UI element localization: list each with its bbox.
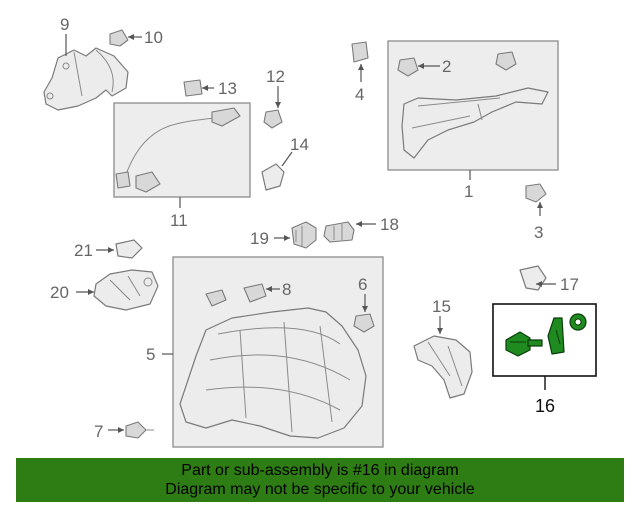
- part-4-bracket[interactable]: [351, 41, 369, 63]
- callout-5[interactable]: 5: [146, 345, 155, 364]
- part-6-clip[interactable]: [353, 313, 375, 333]
- part-13-bracket[interactable]: [183, 79, 203, 97]
- notice-line-1: Part or sub-assembly is #16 in diagram: [181, 462, 459, 479]
- callout-16[interactable]: 16: [535, 396, 555, 416]
- callout-19[interactable]: 19: [250, 229, 269, 248]
- callout-3[interactable]: 3: [534, 223, 543, 242]
- part-2-clip[interactable]: [397, 51, 517, 77]
- callout-9[interactable]: 9: [60, 15, 69, 34]
- callout-13[interactable]: 13: [218, 79, 237, 98]
- callout-12[interactable]: 12: [266, 67, 285, 86]
- part-20-bracket[interactable]: [93, 269, 159, 311]
- part-7-push-pin[interactable]: [125, 421, 154, 439]
- exploded-parts-diagram: 9 10 11 13 12 14 1: [43, 15, 597, 448]
- callout-8[interactable]: 8: [282, 280, 291, 299]
- callout-21[interactable]: 21: [74, 241, 93, 260]
- part-8-clip[interactable]: [205, 283, 267, 307]
- callout-1[interactable]: 1: [464, 182, 473, 201]
- part-15-shield[interactable]: [413, 335, 473, 399]
- part-14-cover[interactable]: [261, 163, 285, 191]
- highlight-notice-banner: Part or sub-assembly is #16 in diagram D…: [16, 458, 624, 502]
- part-3-clip[interactable]: [525, 183, 547, 203]
- callout-15[interactable]: 15: [432, 297, 451, 316]
- callout-17[interactable]: 17: [560, 275, 579, 294]
- part-12-clip[interactable]: [263, 109, 283, 129]
- part-11-cable[interactable]: [115, 107, 241, 193]
- part-16-bolt-and-bracket-kit[interactable]: [505, 313, 587, 357]
- callout-10[interactable]: 10: [144, 28, 163, 47]
- callout-18[interactable]: 18: [380, 215, 399, 234]
- callout-20[interactable]: 20: [50, 283, 69, 302]
- part-10-clip[interactable]: [109, 29, 129, 47]
- part-17-bracket[interactable]: [519, 265, 547, 291]
- callout-7[interactable]: 7: [94, 422, 103, 441]
- leader-14: [281, 151, 293, 167]
- callout-14[interactable]: 14: [290, 135, 309, 154]
- callout-6[interactable]: 6: [358, 275, 367, 294]
- part-9-bracket[interactable]: [43, 47, 129, 111]
- callout-2[interactable]: 2: [442, 57, 451, 76]
- part-19-grommet[interactable]: [291, 221, 317, 249]
- part-21-plug[interactable]: [115, 239, 143, 259]
- part-5-fender-liner[interactable]: [179, 307, 367, 439]
- callout-4[interactable]: 4: [355, 85, 364, 104]
- part-18-bolt[interactable]: [323, 221, 355, 243]
- callout-11[interactable]: 11: [170, 211, 188, 230]
- part-1-trim-panel[interactable]: [401, 87, 549, 159]
- notice-line-2: Diagram may not be specific to your vehi…: [165, 481, 475, 498]
